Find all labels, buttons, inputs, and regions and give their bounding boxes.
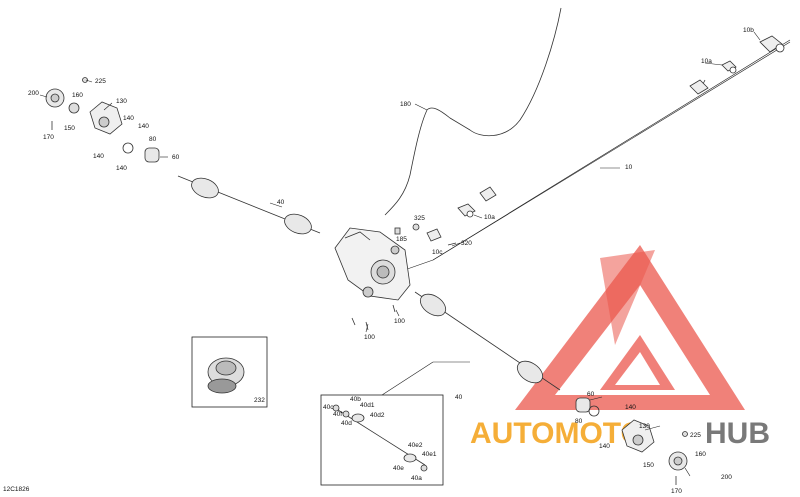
callout-40f: 40f	[333, 411, 342, 418]
callout-80-top: 80	[149, 136, 157, 143]
callout-40d: 40d	[341, 420, 352, 427]
drive-shaft-left	[177, 175, 321, 235]
callout-40a: 40a	[411, 475, 422, 482]
callout-180: 180	[400, 101, 411, 108]
bolt-100-a	[351, 317, 369, 331]
callout-40d1: 40d1	[360, 402, 375, 409]
bracket-10c	[426, 228, 442, 242]
callout-200-bot: 200	[721, 474, 732, 481]
callout-40e1: 40e1	[422, 451, 437, 458]
callout-200-top: 200	[28, 90, 39, 97]
hub-group-top	[45, 77, 160, 163]
callout-150-bot: 150	[643, 462, 654, 469]
bolt-320	[447, 242, 457, 246]
callout-140-c: 140	[93, 153, 104, 160]
yoke-10a-top	[721, 60, 737, 74]
differential-housing	[334, 227, 411, 301]
callout-130-top: 130	[116, 98, 127, 105]
callout-232: 232	[254, 397, 265, 404]
watermark-text-a: AUTOMOTO	[470, 417, 644, 450]
callout-80-bot: 80	[575, 418, 583, 425]
callout-185: 185	[396, 236, 407, 243]
callout-40e: 40e	[393, 465, 404, 472]
yoke-10b	[759, 35, 785, 53]
callout-60-bot: 60	[587, 391, 595, 398]
callout-100-a: 100	[364, 334, 375, 341]
inset-part-232	[207, 357, 245, 394]
callout-40d2: 40d2	[370, 412, 385, 419]
callout-140-f: 140	[599, 443, 610, 450]
callout-100-b: 100	[394, 318, 405, 325]
callout-10: 10	[625, 164, 633, 171]
callout-labels: 10b 10a 180 10 10a 325 185 320 10c 225 2…	[28, 27, 754, 495]
callout-325: 325	[414, 215, 425, 222]
callout-150-top: 150	[64, 125, 75, 132]
watermark-text-b: HUB	[705, 417, 770, 450]
callout-160-top: 160	[72, 92, 83, 99]
vent-fitting-325	[412, 223, 420, 231]
callout-40e2: 40e2	[408, 442, 423, 449]
callout-225-bot: 225	[690, 432, 701, 439]
prop-shaft	[479, 79, 709, 202]
bolt-100-b	[392, 304, 396, 313]
diagram-code: 12C1826	[3, 486, 30, 493]
callout-40: 40	[277, 199, 285, 206]
leader-lines	[39, 31, 761, 477]
callout-225-top: 225	[95, 78, 106, 85]
hub-group-bottom	[575, 397, 688, 485]
yoke-10a	[457, 203, 476, 218]
group-outline	[392, 39, 791, 275]
callout-10c: 10c	[432, 249, 443, 256]
callout-170-bot: 170	[671, 488, 682, 495]
drive-shaft-right	[414, 291, 561, 391]
callout-60-top: 60	[172, 154, 180, 161]
callout-140-d: 140	[116, 165, 127, 172]
callout-10b: 10b	[743, 27, 754, 34]
callout-10a-top: 10a	[701, 58, 712, 65]
shaft-breakdown-parts	[332, 404, 428, 472]
callout-140-b: 140	[138, 123, 149, 130]
clamp-185	[394, 227, 401, 235]
callout-320: 320	[461, 240, 472, 247]
callout-40b: 40b	[350, 396, 361, 403]
callout-140-a: 140	[123, 115, 134, 122]
watermark-logo	[515, 245, 745, 410]
callout-170-top: 170	[43, 134, 54, 141]
breather-tube	[384, 7, 562, 216]
callout-10a: 10a	[484, 214, 495, 221]
callout-130-bot: 130	[639, 423, 650, 430]
callout-40c: 40c	[323, 404, 334, 411]
callout-160-bot: 160	[695, 451, 706, 458]
callout-40-box: 40	[455, 394, 463, 401]
callout-140-e: 140	[625, 404, 636, 411]
